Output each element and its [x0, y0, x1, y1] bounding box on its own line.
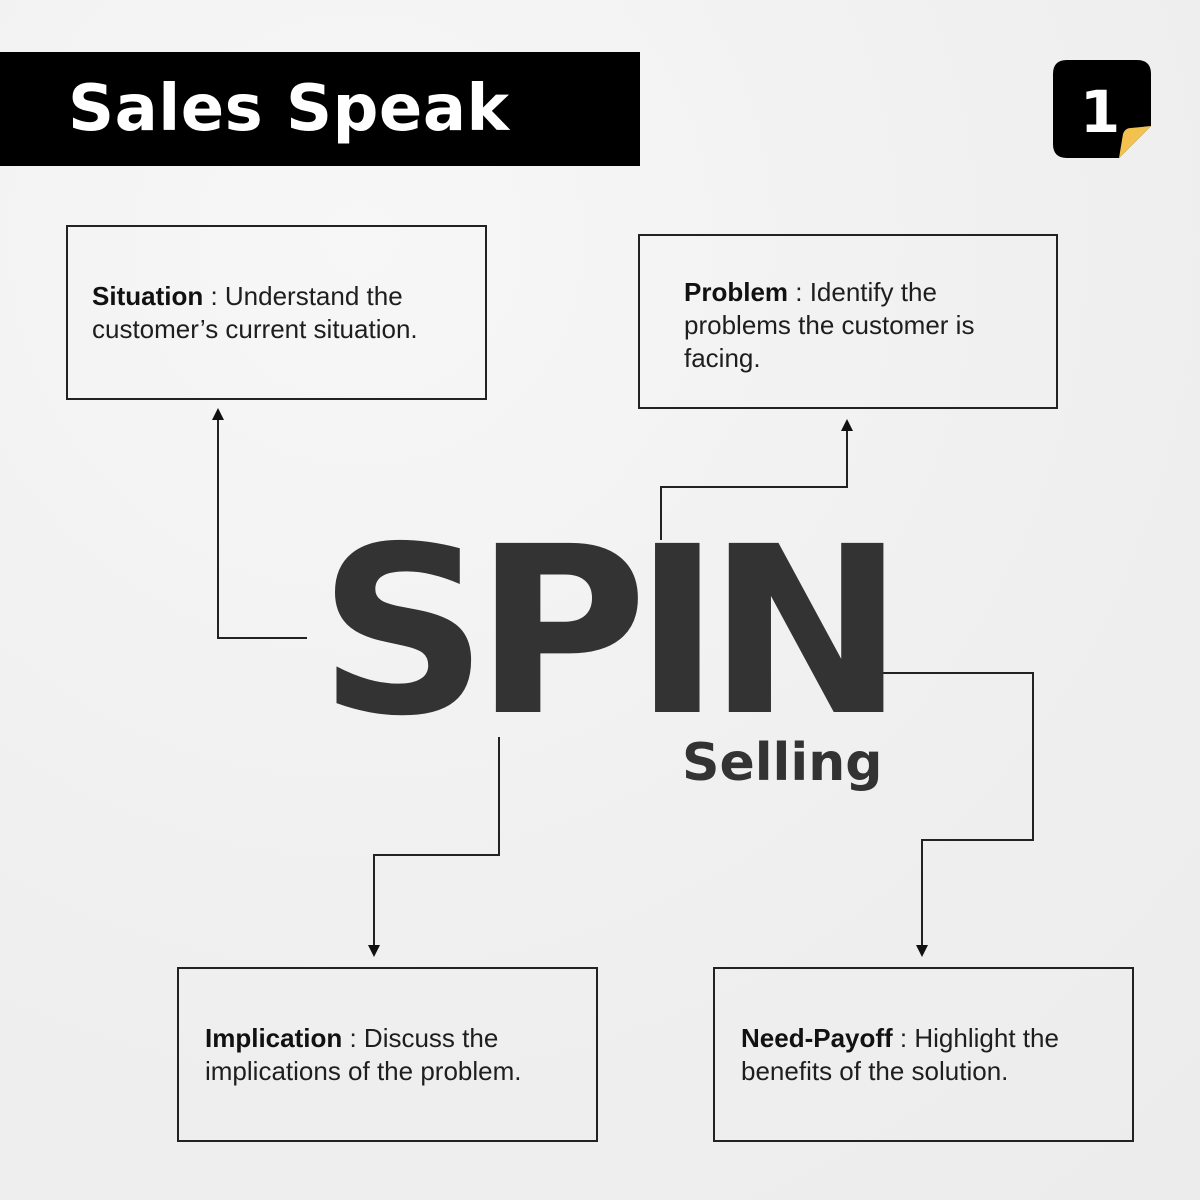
needpayoff-description: Highlight the benefits of the solution.	[741, 1022, 1059, 1086]
needpayoff-text: Need-Payoff : Highlight the benefits of …	[741, 1022, 1110, 1088]
connector-situation	[212, 408, 307, 639]
implication-term: Implication	[205, 1022, 343, 1053]
situation-term: Situation	[92, 280, 204, 311]
needpayoff-box: Need-Payoff : Highlight the benefits of …	[713, 967, 1134, 1142]
problem-separator: :	[788, 277, 810, 307]
needpayoff-term: Need-Payoff	[741, 1022, 893, 1053]
problem-description: Identify the problems the customer is fa…	[684, 277, 975, 373]
implication-description: Discuss the implications of the problem.	[205, 1022, 522, 1086]
needpayoff-separator: :	[892, 1022, 915, 1053]
situation-box: Situation : Understand the customer’s cu…	[66, 225, 487, 400]
implication-text: Implication : Discuss the implications o…	[205, 1022, 574, 1088]
connector-implication	[368, 737, 500, 957]
connector-needpayoff	[882, 672, 1034, 957]
implication-box: Implication : Discuss the implications o…	[177, 967, 598, 1142]
spin-heading: SPIN	[318, 497, 905, 767]
title-banner: Sales Speak	[0, 52, 640, 166]
situation-text: Situation : Understand the customer’s cu…	[92, 280, 463, 346]
selling-subheading: Selling	[682, 733, 883, 793]
situation-description: Understand the customer’s current situat…	[92, 280, 418, 344]
page-title: Sales Speak	[68, 72, 510, 146]
connector-problem	[660, 419, 853, 540]
situation-separator: :	[203, 280, 225, 311]
problem-box: Problem : Identify the problems the cust…	[638, 234, 1058, 409]
implication-separator: :	[342, 1022, 364, 1053]
brand-logo-icon: 1	[1053, 60, 1151, 158]
problem-term: Problem	[684, 277, 789, 307]
problem-text: Problem : Identify the problems the cust…	[684, 276, 1016, 375]
logo-glyph: 1	[1080, 78, 1120, 146]
